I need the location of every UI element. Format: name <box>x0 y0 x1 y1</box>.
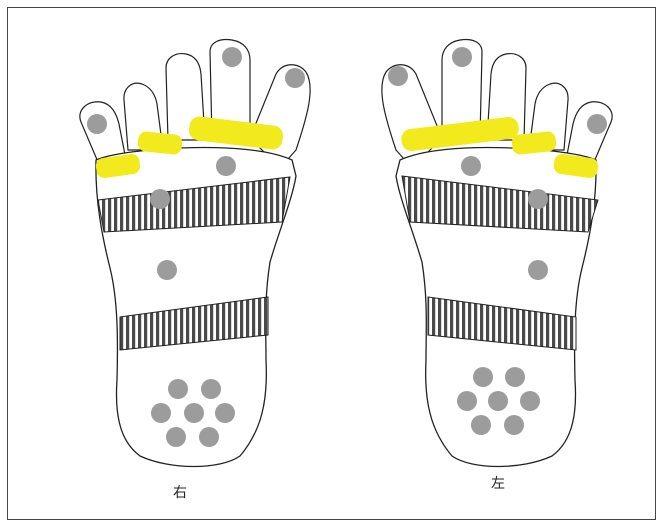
heel-dot <box>184 403 204 423</box>
toe-dot <box>222 47 242 67</box>
arch-dot <box>528 260 548 280</box>
right-foot-label: 右 <box>173 482 187 502</box>
heel-dot <box>201 379 221 399</box>
toe-dot <box>388 66 408 86</box>
arch-dot <box>461 156 481 176</box>
left-foot-label: 左 <box>491 473 505 493</box>
left-foot <box>382 40 612 467</box>
toe-dot <box>452 47 472 67</box>
heel-dot <box>457 391 477 411</box>
toe-dot <box>587 114 607 134</box>
heel-dot <box>151 403 171 423</box>
heel-dot <box>473 367 493 387</box>
heel-dot <box>504 415 524 435</box>
heel-dot <box>488 391 508 411</box>
heel-dot <box>505 367 525 387</box>
heel-dot <box>520 391 540 411</box>
arch-dot <box>216 156 236 176</box>
arch-dot <box>157 260 177 280</box>
heel-dot <box>215 403 235 423</box>
left-foot-toe-5 <box>566 102 612 162</box>
heel-dot <box>471 415 491 435</box>
heel-dot <box>199 427 219 447</box>
right-foot <box>80 40 310 467</box>
arch-dot <box>528 189 548 209</box>
toe-dot <box>87 114 107 134</box>
heel-dot <box>166 427 186 447</box>
heel-dot <box>168 379 188 399</box>
arch-dot <box>150 189 170 209</box>
toe-dot <box>285 68 305 88</box>
